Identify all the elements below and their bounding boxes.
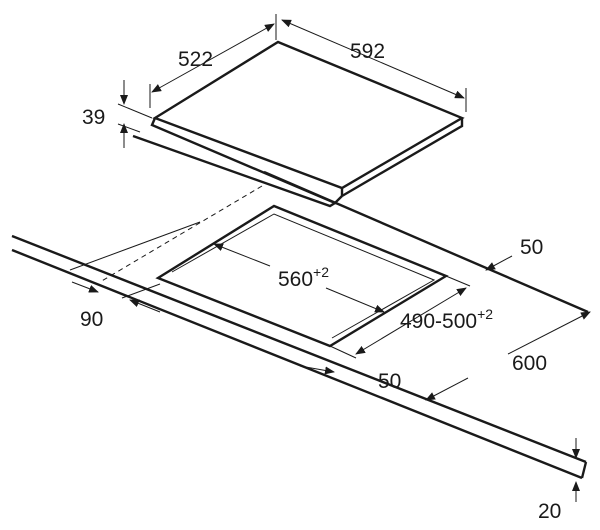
hob (99, 40, 465, 283)
worktop-thickness-label: 20 (538, 500, 561, 523)
rear-gap-label: 50 (520, 236, 543, 259)
dim-rear-gap: 50 (485, 236, 543, 271)
clearance-label: 90 (80, 308, 103, 331)
dim-worktop-thickness: 20 (538, 438, 580, 523)
dim-front-gap: 50 (299, 365, 401, 393)
worktop-depth-label: 600 (512, 352, 547, 375)
worktop-front-edge-bottom (11, 248, 583, 480)
dim-cutout-depth: 490-500+2 (329, 275, 493, 359)
worktop-back-edge (263, 170, 589, 314)
dim-hob-height: 39 (82, 80, 153, 148)
hob-width-label: 592 (350, 40, 385, 63)
dim-clearance: 90 (71, 281, 161, 331)
dim-hob-depth: 522 (149, 14, 277, 108)
hob-drop-guide (99, 185, 263, 283)
cutout-width-label: 560+2 (278, 264, 329, 291)
cutout-depth-label: 490-500+2 (400, 306, 493, 333)
dim-hob-width: 592 (281, 19, 467, 112)
dim-worktop-depth: 600 (425, 311, 591, 401)
worktop-front-edge (11, 234, 587, 464)
hob-side-edge (150, 117, 343, 205)
hob-depth-label: 522 (178, 48, 213, 71)
front-gap-label: 50 (378, 370, 401, 393)
dim-cutout-width: 560+2 (213, 243, 385, 313)
hob-height-label: 39 (82, 106, 105, 129)
hob-base (132, 134, 336, 208)
